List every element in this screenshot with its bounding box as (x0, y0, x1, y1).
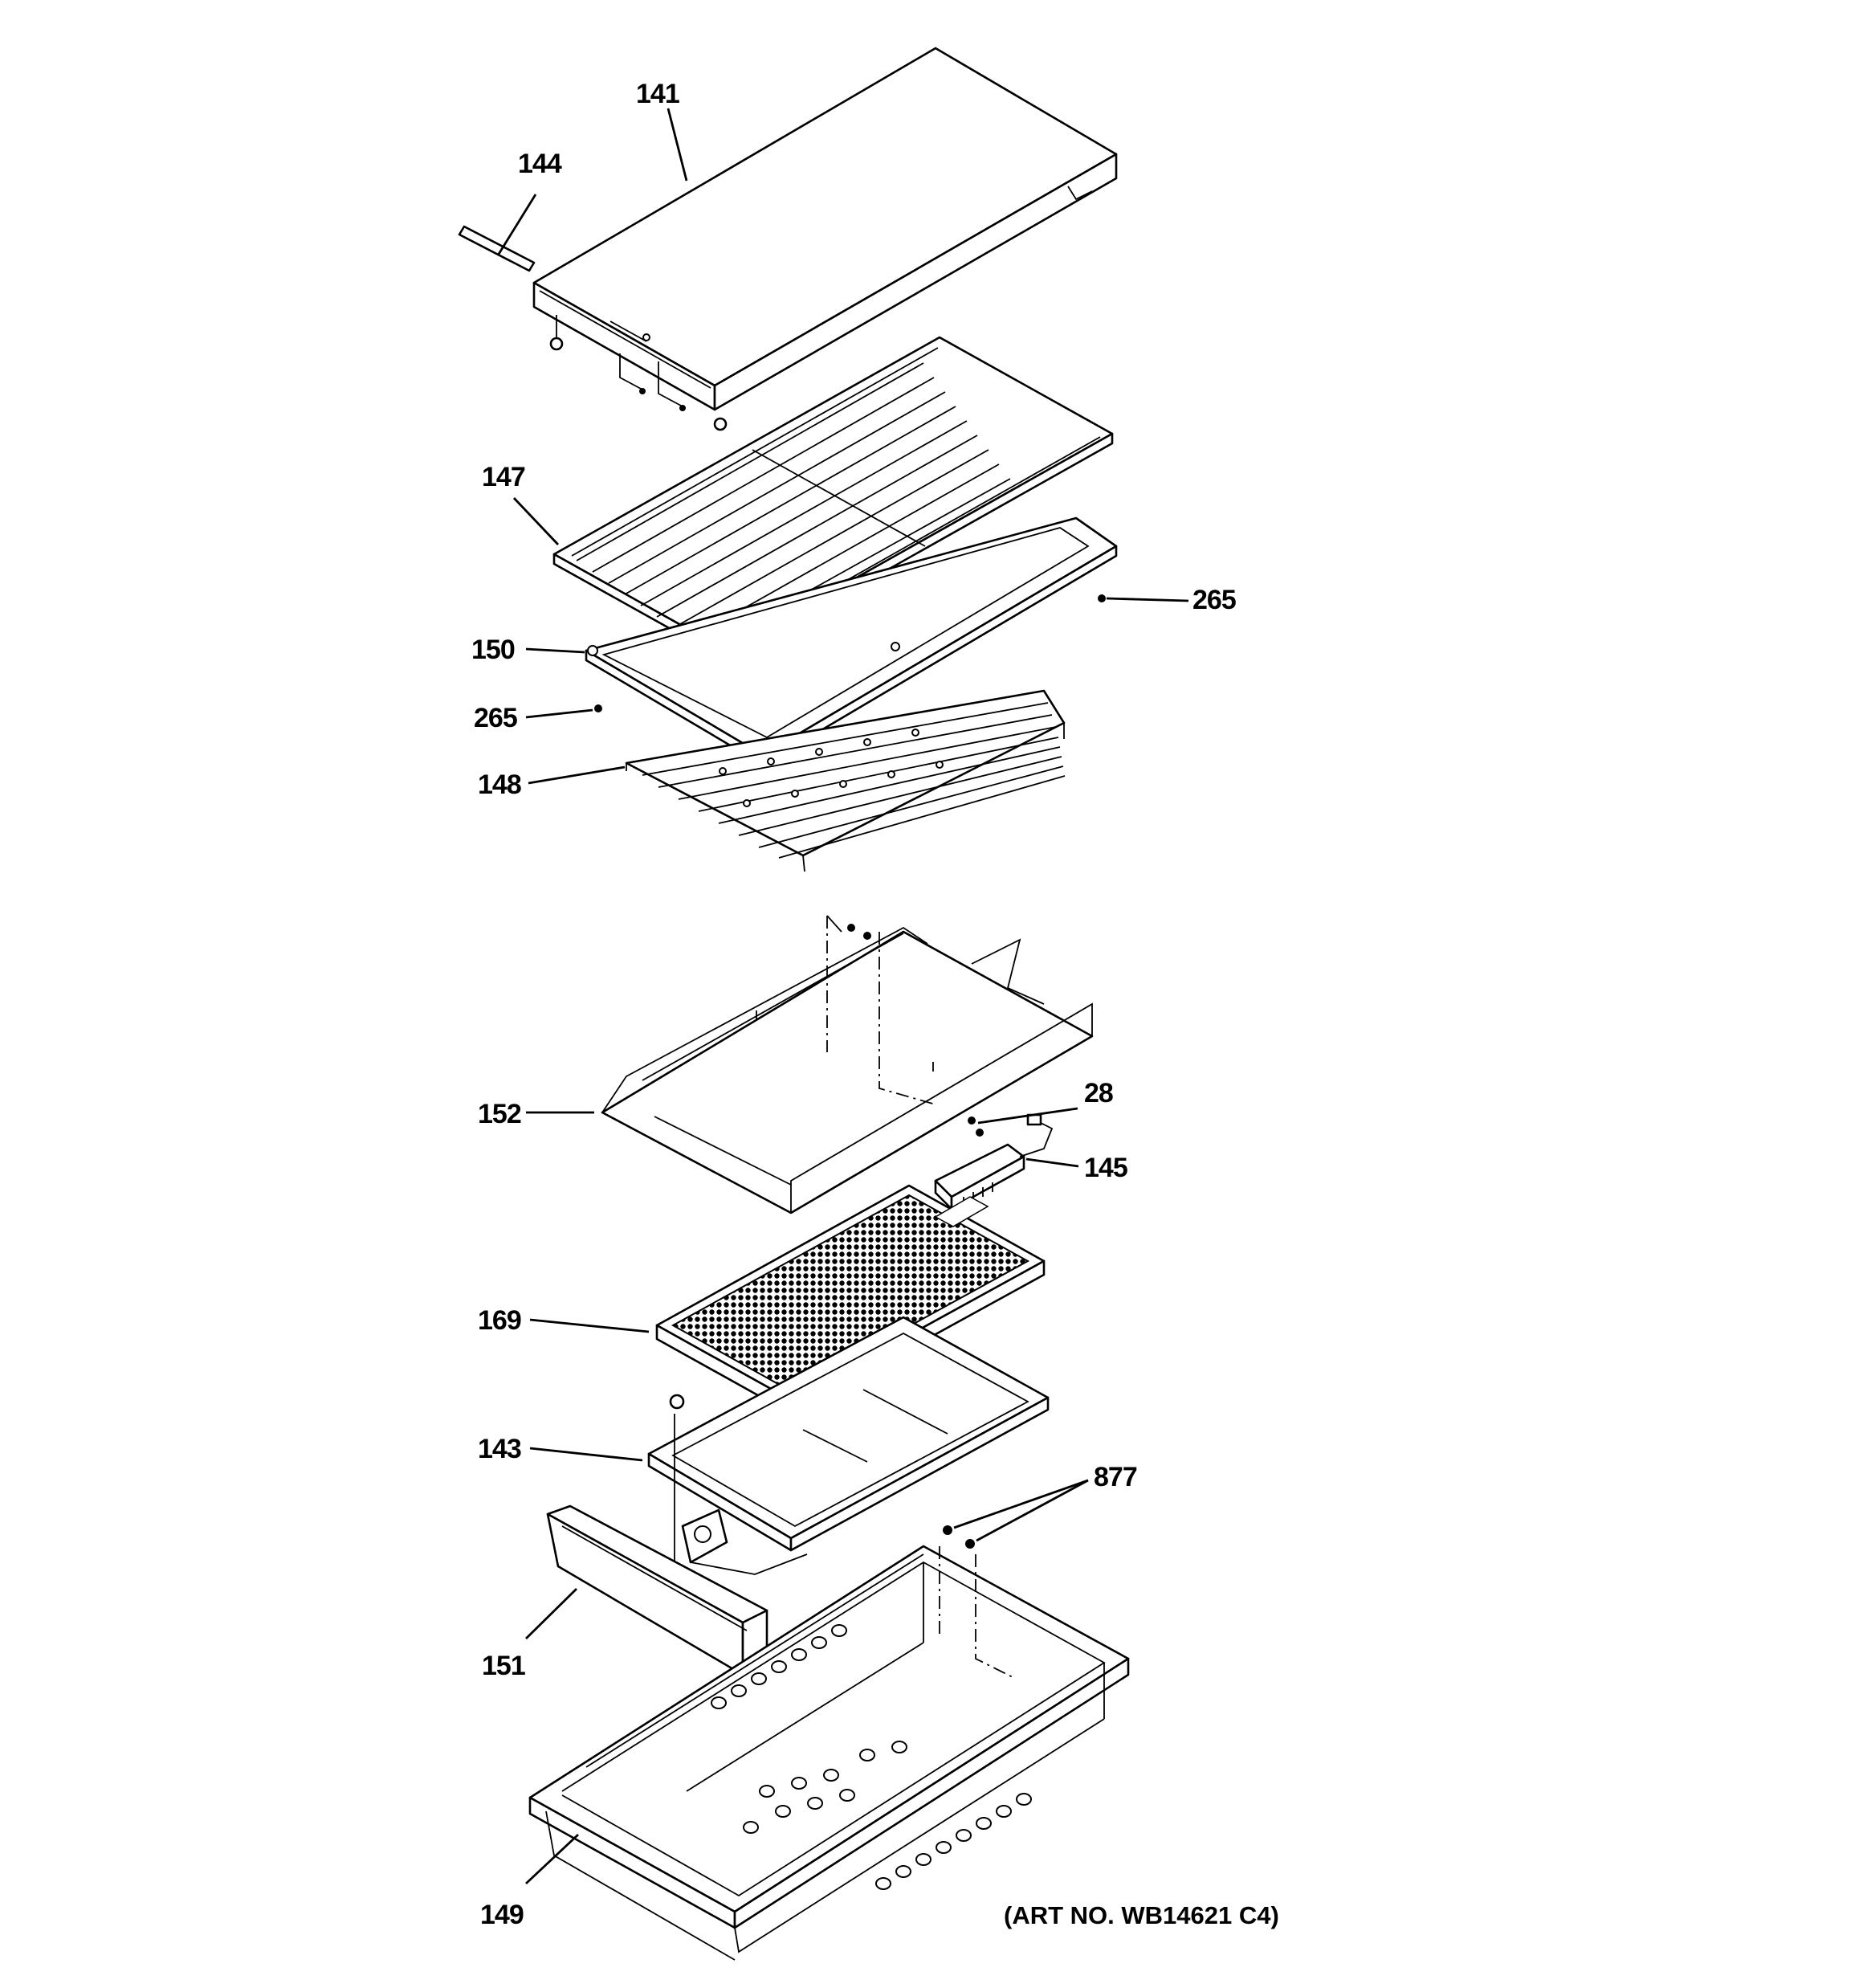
screw-265-right (1098, 594, 1106, 602)
firebox-holes-front (875, 1793, 1032, 1890)
part-145-module (934, 1113, 1054, 1210)
part-151-shield (546, 1504, 768, 1676)
callout-265-right: 265 (1192, 585, 1236, 615)
callout-145: 145 (1084, 1153, 1127, 1183)
cover-screws (549, 315, 728, 431)
part-148-radiant (625, 689, 1066, 872)
art-number: (ART NO. WB14621 C4) (1004, 1901, 1279, 1929)
callout-147: 147 (482, 462, 525, 492)
screw-877-a (943, 1525, 952, 1535)
callout-169: 169 (478, 1305, 521, 1336)
burner-valve (681, 1508, 808, 1575)
part-141-cover (532, 47, 1118, 411)
part-143-burner (647, 1316, 1050, 1574)
firebox-holes-back (711, 1624, 847, 1709)
screw-265-left (594, 704, 602, 712)
callout-152: 152 (478, 1099, 521, 1129)
part-149-firebox (528, 1545, 1130, 1961)
radiant-holes (719, 729, 944, 807)
callout-150: 150 (471, 635, 515, 665)
part-150-frame (585, 516, 1118, 766)
screw-877-b (965, 1539, 975, 1549)
callout-143: 143 (478, 1434, 521, 1464)
part-144-handle (458, 225, 536, 272)
part-152-drip-pan (601, 926, 1094, 1214)
callout-labels: 141 144 147 265 150 265 148 152 28 145 1… (471, 79, 1279, 1930)
leader-lines (496, 108, 1189, 1885)
pan-screws (826, 915, 936, 1105)
callout-151: 151 (482, 1651, 525, 1681)
callout-144: 144 (518, 149, 562, 179)
briquette-mesh (671, 1194, 1030, 1393)
callout-148: 148 (478, 769, 521, 800)
callout-265-left: 265 (474, 703, 517, 733)
grate-bars-left (576, 362, 1011, 650)
callout-149: 149 (480, 1900, 524, 1930)
screws-28 (968, 1116, 984, 1137)
callout-877: 877 (1094, 1462, 1137, 1492)
callout-141: 141 (636, 79, 679, 109)
firebox-holes-floor (743, 1741, 907, 1834)
callout-28: 28 (1084, 1078, 1113, 1108)
